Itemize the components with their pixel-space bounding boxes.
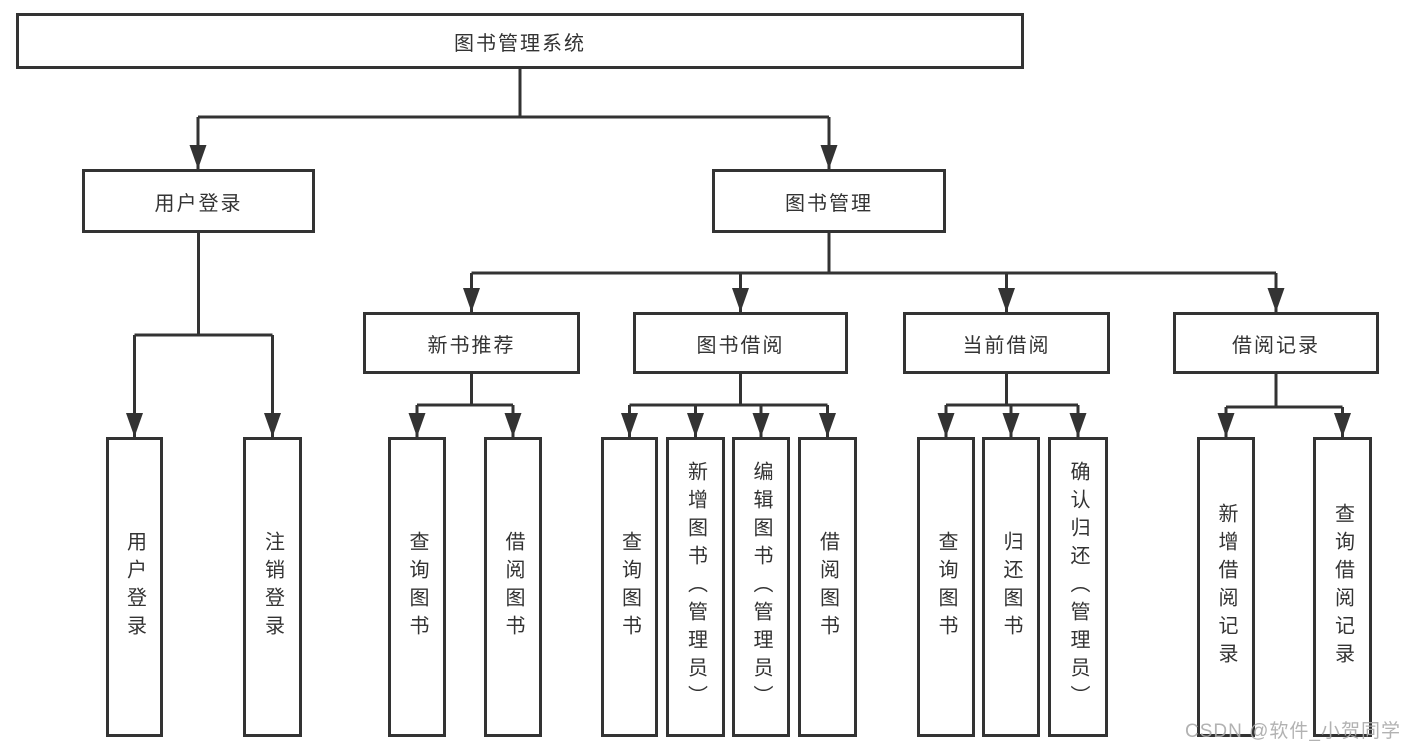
connector-userlogin-to-leaves: [133, 233, 274, 437]
arrowhead-icon: [820, 145, 838, 169]
leaf-borrow-books: 借阅图书: [798, 437, 857, 737]
leaf-label: 借阅图书: [502, 531, 524, 643]
arrowhead-icon: [264, 413, 281, 437]
arrowhead-icon: [621, 413, 638, 437]
leaf-label: 新增借阅记录: [1215, 503, 1237, 671]
leaf-return-books: 归还图书: [982, 437, 1040, 737]
node-label: 当前借阅: [962, 334, 1051, 357]
arrowhead-icon: [504, 413, 522, 437]
leaf-label: 查询图书: [406, 531, 428, 643]
arrowhead-icon: [1267, 288, 1285, 312]
leaf-label: 归还图书: [1000, 531, 1022, 643]
node-new-book-recommend: 新书推荐: [363, 312, 580, 374]
leaf-add-books-admin: 新增图书（管理员）: [666, 437, 725, 737]
node-label: 图书管理: [785, 192, 873, 215]
leaf-label: 借阅图书: [816, 531, 839, 643]
connector-newbook-to-leaves: [415, 374, 515, 437]
node-book-borrow: 图书借阅: [633, 312, 848, 374]
arrowhead-icon: [463, 288, 480, 312]
node-user-login: 用户登录: [82, 169, 315, 233]
leaf-borrow-books-recommend: 借阅图书: [484, 437, 542, 737]
leaf-query-books-borrow: 查询图书: [601, 437, 658, 737]
leaf-label: 新增图书（管理员）: [684, 461, 707, 713]
arrowhead-icon: [1069, 413, 1087, 437]
leaf-query-borrow-record: 查询借阅记录: [1313, 437, 1372, 737]
arrowhead-icon: [937, 413, 955, 437]
node-label: 借阅记录: [1232, 334, 1320, 357]
node-root-library-system: 图书管理系统: [16, 13, 1024, 69]
arrowhead-icon: [1002, 413, 1020, 437]
leaf-label: 查询图书: [935, 531, 957, 643]
arrowhead-icon: [1217, 413, 1235, 437]
leaf-logout: 注销登录: [243, 437, 302, 737]
leaf-edit-books-admin: 编辑图书（管理员）: [732, 437, 790, 737]
node-book-management: 图书管理: [712, 169, 946, 233]
arrowhead-icon: [732, 288, 749, 312]
node-borrow-records: 借阅记录: [1173, 312, 1379, 374]
arrowhead-icon: [687, 413, 704, 437]
leaf-user-login: 用户登录: [106, 437, 163, 737]
connector-bookmgmt-to-level3: [470, 233, 1278, 312]
connector-root-to-level2: [196, 69, 831, 169]
node-label: 新书推荐: [427, 334, 516, 357]
node-current-borrow: 当前借阅: [903, 312, 1110, 374]
leaf-add-borrow-record: 新增借阅记录: [1197, 437, 1255, 737]
leaf-label: 编辑图书（管理员）: [750, 461, 772, 713]
leaf-label: 用户登录: [123, 531, 146, 643]
arrowhead-icon: [126, 413, 143, 437]
leaf-label: 注销登录: [261, 531, 284, 643]
leaf-query-books-recommend: 查询图书: [388, 437, 446, 737]
leaf-label: 查询借阅记录: [1331, 503, 1354, 671]
arrowhead-icon: [752, 413, 770, 437]
node-label: 用户登录: [154, 192, 243, 215]
connector-records-to-leaves: [1224, 374, 1344, 437]
arrowheads: [126, 145, 1351, 437]
arrowhead-icon: [1334, 413, 1351, 437]
arrowhead-icon: [819, 413, 836, 437]
leaf-confirm-return-admin: 确认归还（管理员）: [1048, 437, 1108, 737]
arrowhead-icon: [189, 145, 207, 169]
connector-bookborrow-to-leaves: [628, 374, 829, 437]
arrowhead-icon: [408, 413, 426, 437]
csdn-watermark: CSDN @软件_小贺同学: [1185, 721, 1401, 742]
leaf-label: 确认归还（管理员）: [1067, 461, 1089, 713]
leaf-query-books-current: 查询图书: [917, 437, 975, 737]
leaf-label: 查询图书: [618, 531, 641, 643]
arrowhead-icon: [998, 288, 1015, 312]
node-label: 图书借阅: [696, 334, 785, 357]
node-label: 图书管理系统: [454, 32, 586, 55]
